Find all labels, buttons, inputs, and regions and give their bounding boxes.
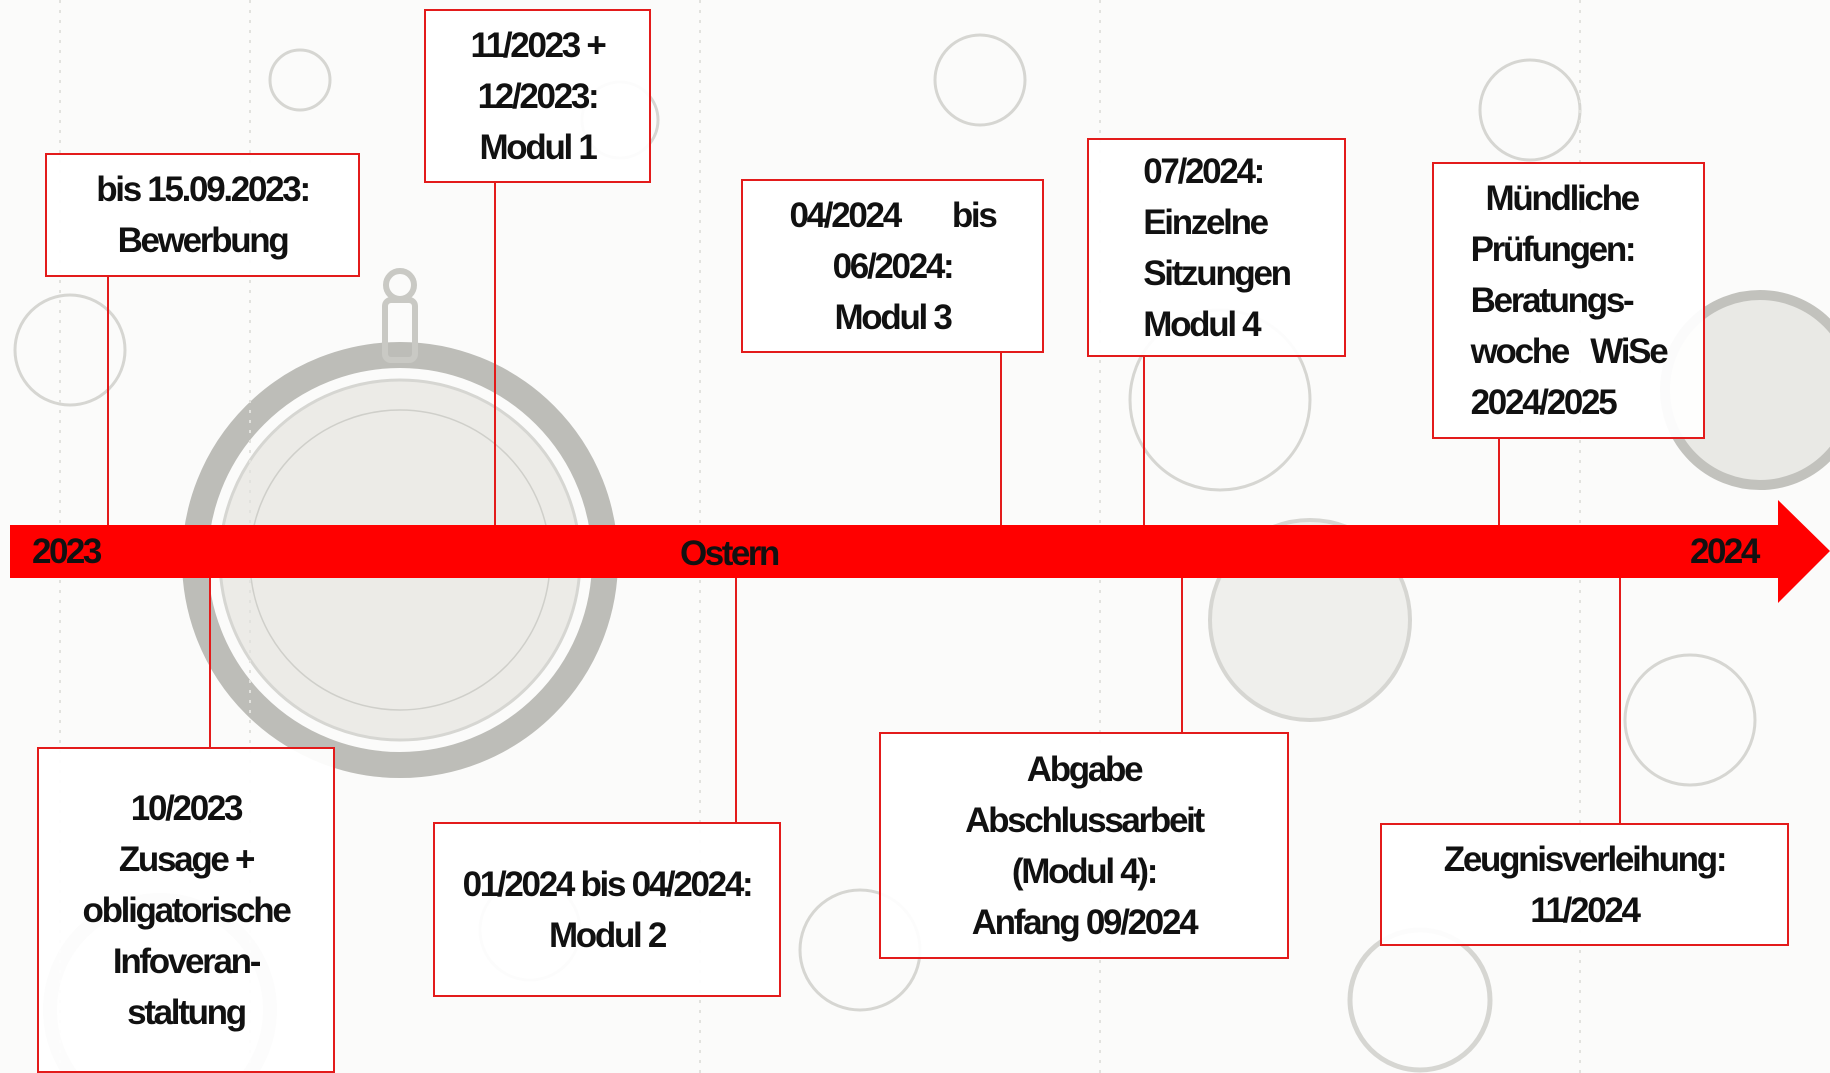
- connector-modul1: [494, 182, 496, 527]
- event-zusage: 10/2023 Zusage + obligatorische Infovera…: [37, 747, 335, 1073]
- event-pruefungen: Mündliche Prüfungen: Beratungs- woche Wi…: [1432, 162, 1705, 439]
- event-modul2: 01/2024 bis 04/2024: Modul 2: [433, 822, 781, 997]
- event-modul2-text: 01/2024 bis 04/2024: Modul 2: [462, 864, 754, 955]
- event-abgabe-text: Abgabe Abschlussarbeit (Modul 4): Anfang…: [965, 749, 1205, 942]
- timeline-middle-label: Ostern: [680, 534, 780, 573]
- event-modul1-text: 11/2023 + 12/2023: Modul 1: [470, 25, 606, 167]
- connector-pruefungen: [1498, 438, 1500, 527]
- connector-modul2: [735, 575, 737, 822]
- event-zeugnis: Zeugnisverleihung: 11/2024: [1380, 823, 1789, 946]
- event-modul4-sitzungen: 07/2024: Einzelne Sitzungen Modul 4: [1087, 138, 1346, 357]
- connector-zeugnis: [1619, 575, 1621, 824]
- event-abgabe: Abgabe Abschlussarbeit (Modul 4): Anfang…: [879, 732, 1289, 959]
- connector-modul4-sitzungen: [1143, 356, 1145, 527]
- event-bewerbung: bis 15.09.2023: Bewerbung: [45, 153, 360, 277]
- event-zeugnis-text: Zeugnisverleihung: 11/2024: [1443, 839, 1728, 930]
- connector-bewerbung: [107, 276, 109, 527]
- timeline-end-label: 2024: [1690, 532, 1760, 571]
- event-modul3-text: 04/2024 bis 06/2024: Modul 3: [789, 195, 997, 337]
- timeline-start-label: 2023: [32, 532, 102, 571]
- event-modul3: 04/2024 bis 06/2024: Modul 3: [741, 179, 1044, 353]
- event-modul1: 11/2023 + 12/2023: Modul 1: [424, 9, 651, 183]
- event-modul4-sitzungen-text: 07/2024: Einzelne Sitzungen Modul 4: [1143, 151, 1292, 344]
- event-bewerbung-text: bis 15.09.2023: Bewerbung: [96, 170, 311, 260]
- connector-zusage: [209, 575, 211, 747]
- connector-modul3: [1000, 352, 1002, 527]
- event-zusage-text: 10/2023 Zusage + obligatorische Infovera…: [82, 788, 291, 1032]
- event-pruefungen-text: Mündliche Prüfungen: Beratungs- woche Wi…: [1470, 179, 1669, 422]
- connector-abgabe: [1181, 575, 1183, 733]
